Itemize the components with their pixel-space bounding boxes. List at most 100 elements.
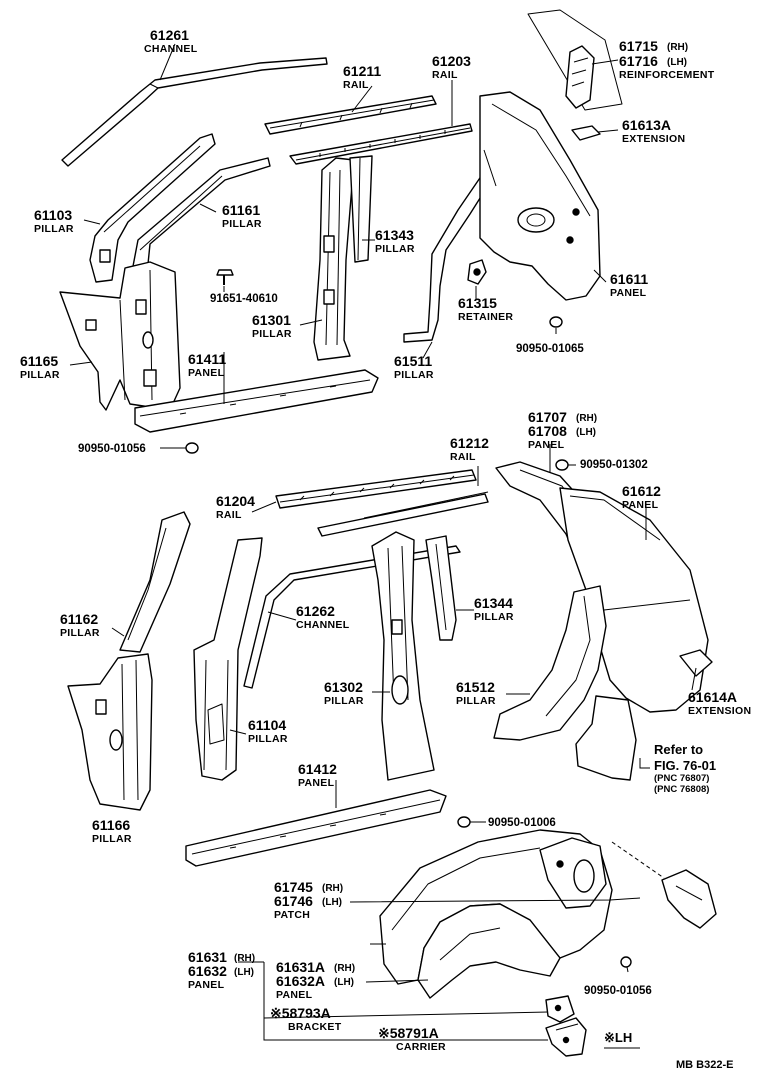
part-name-61203: RAIL [432,69,458,81]
part-name-61411: PANEL [188,367,225,379]
part-61261-channel-drawing [61,57,328,167]
part-number-61715: 61715 [619,38,658,54]
part-61104-pillar-drawing [193,537,263,781]
part-number-61746: 61746 [274,893,313,909]
part-number-61411: 61411 [188,351,226,367]
part-number-61631A: 61631A [276,959,325,975]
part-61631A-panel-drawing [417,903,561,999]
part-number-90950-01056-lower: 90950-01056 [584,985,652,997]
part-name-61632: PANEL [188,979,225,991]
part-61166-pillar-drawing [67,653,153,811]
part-side-61746: (LH) [322,897,342,908]
part-side-61716: (LH) [667,57,687,68]
part-number-61301: 61301 [252,312,291,328]
part-number-61512: 61512 [456,679,495,695]
part-61344-pillar-drawing [425,535,457,641]
part-number-61211: 61211 [343,63,381,79]
part-number-61212: 61212 [450,435,489,451]
part-number-61613A: 61613A [622,117,671,133]
part-61613A-extension-drawing [571,125,601,141]
part-number-61632: 61632 [188,963,227,979]
part-number-61745: 61745 [274,879,313,895]
part-side-61632: (LH) [234,967,254,978]
part-61745-patch-drawing [539,837,607,909]
part-name-61315: RETAINER [458,311,513,323]
part-reference-lamp-drawing [661,869,717,929]
part-name-61104: PILLAR [248,733,288,745]
part-name-61204: RAIL [216,509,242,521]
part-name-61612: PANEL [622,499,659,511]
figure-code: MB B322-E [676,1059,733,1071]
part-name-61613A: EXTENSION [622,133,685,145]
part-61412-panel-drawing [185,789,447,867]
part-61614A-extension-drawing [679,649,713,677]
part-90950-01065-plug-drawing [549,316,563,328]
part-61212-rail-drawing [317,491,489,537]
part-name-61165: PILLAR [20,369,60,381]
part-name-61161: PILLAR [222,218,262,230]
part-name-61103: PILLAR [34,223,74,235]
part-number-61165: 61165 [20,353,58,369]
reference-pnc-2: (PNC 76808) [654,784,709,795]
part-number-61412: 61412 [298,761,337,777]
part-number-61632A: 61632A [276,973,325,989]
part-name-61344: PILLAR [474,611,514,623]
part-61262-channel-drawing [243,545,461,689]
part-91651-40610-bolt-drawing [216,269,234,285]
part-90950-01056-plug-drawing [185,442,199,454]
part-number-61162: 61162 [60,611,98,627]
part-number-61261: 61261 [150,27,189,43]
part-61611-panel-drawing [479,91,601,301]
part-side-61631A: (RH) [334,963,355,974]
part-name-61262: CHANNEL [296,619,350,631]
part-number-90950-01302: 90950-01302 [580,459,648,471]
reference-text-line2: FIG. 76-01 [654,758,716,773]
part-61165-pillar-drawing [59,261,181,411]
part-side-61631: (RH) [234,953,255,964]
part-number-61344: 61344 [474,595,513,611]
part-number-58791A: ※58791A [378,1025,439,1041]
part-number-90950-01006: 90950-01006 [488,817,556,829]
part-number-61511: 61511 [394,353,432,369]
part-name-61746: PATCH [274,909,310,921]
part-name-61512: PILLAR [456,695,496,707]
part-61204-rail-drawing [275,469,477,509]
reference-text-line1: Refer to [654,742,703,757]
part-number-90950-01065: 90950-01065 [516,343,584,355]
part-61512-pillar-drawing [493,585,607,741]
part-side-61715: (RH) [667,42,688,53]
part-name-61166: PILLAR [92,833,132,845]
part-number-58793A: ※58793A [270,1005,331,1021]
part-61302-pillar-drawing [371,531,435,781]
part-61411-panel-drawing [134,369,379,433]
part-side-61745: (RH) [322,883,343,894]
part-name-61261: CHANNEL [144,43,198,55]
part-number-61262: 61262 [296,603,335,619]
reference-pnc-1: (PNC 76807) [654,773,709,784]
part-name-61708: PANEL [528,439,565,451]
part-61203-rail-drawing [289,123,473,165]
part-number-61203: 61203 [432,53,471,69]
part-name-61611: PANEL [610,287,647,299]
part-90950-01056-lower-plug-drawing [620,956,632,968]
part-name-61343: PILLAR [375,243,415,255]
part-number-61302: 61302 [324,679,363,695]
part-number-61707: 61707 [528,409,567,425]
part-labels: 61261 CHANNEL 61211 RAIL 61203 RAIL 6171… [20,27,751,1071]
part-name-61302: PILLAR [324,695,364,707]
part-number-61611: 61611 [610,271,648,287]
part-number-61343: 61343 [375,227,414,243]
part-number-61204: 61204 [216,493,255,509]
leader-lines [69,43,697,1041]
part-61211-rail-drawing [264,95,437,135]
part-name-61614A: EXTENSION [688,705,751,717]
part-58791A-carrier-drawing [545,1017,587,1057]
part-name-61716: REINFORCEMENT [619,69,715,81]
part-number-91651-40610: 91651-40610 [210,293,278,305]
part-name-61412: PANEL [298,777,335,789]
part-side-61707: (RH) [576,413,597,424]
part-90950-01302-plug-drawing [555,459,569,471]
part-number-90950-01056: 90950-01056 [78,443,146,455]
legend-lh-mark: ※LH [604,1030,632,1045]
